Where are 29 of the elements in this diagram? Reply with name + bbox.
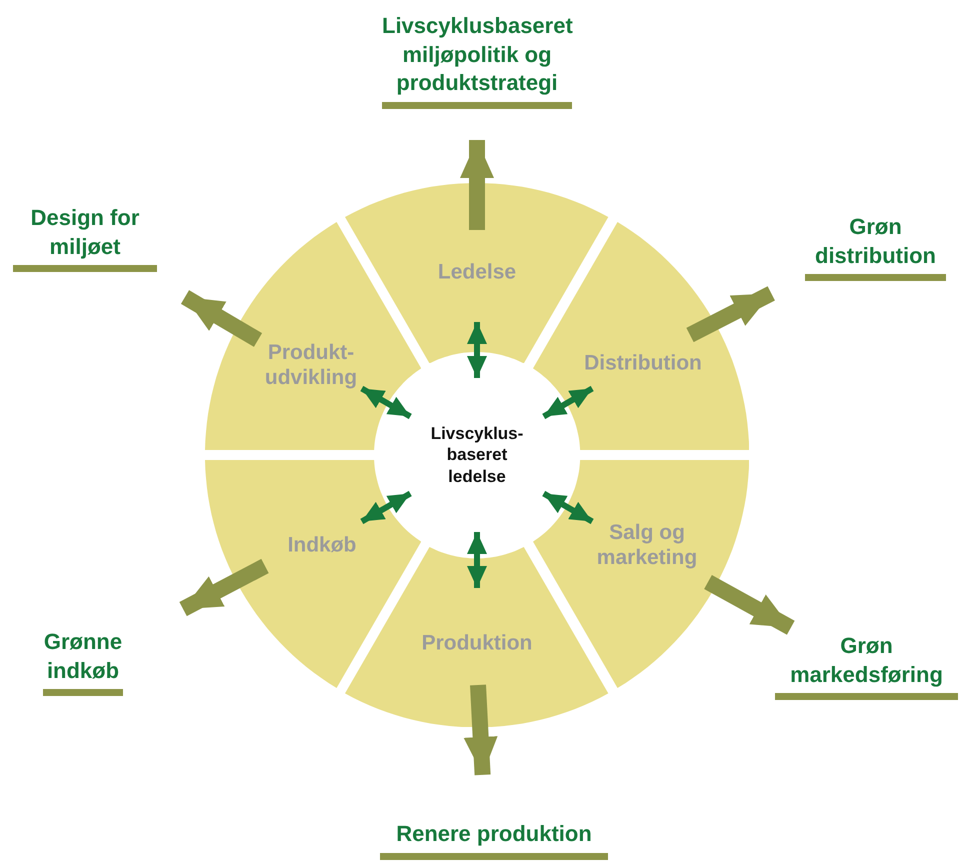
wheel-segment	[532, 460, 749, 688]
wheel-segment	[205, 222, 422, 450]
underlined-heading: Livscyklusbaseret miljøpolitik og produktstrategi	[382, 12, 572, 109]
underlined-heading: Grøn distribution	[805, 213, 946, 282]
underlined-heading: Design for miljøet	[13, 204, 157, 272]
segment-label: Produkt- udvikling	[264, 340, 358, 390]
arrow	[180, 290, 262, 347]
double-arrow	[360, 386, 412, 420]
arrow	[704, 575, 795, 635]
segment-label: Produktion	[420, 630, 534, 656]
segment-label: Ledelse	[436, 259, 518, 285]
segment-label: Distribution	[583, 350, 703, 376]
arrow	[464, 684, 498, 776]
segment-label: Salg og marketing	[596, 520, 698, 570]
arrow	[179, 558, 269, 616]
wheel-segment	[532, 222, 749, 450]
double-arrow	[360, 490, 412, 524]
underlined-heading: Grønne indkøb	[43, 628, 123, 696]
wheel-segment	[205, 460, 422, 688]
arrow	[460, 140, 494, 230]
segment-label: Indkøb	[286, 532, 358, 558]
double-arrow	[467, 322, 487, 378]
double-arrow	[467, 532, 487, 588]
double-arrow	[542, 490, 594, 524]
double-arrow	[542, 386, 594, 420]
underlined-heading: Renere produktion	[380, 820, 608, 860]
arrow	[686, 286, 775, 342]
center-label: Livscyklus- baseret ledelse	[430, 423, 524, 487]
underlined-heading: Grøn markedsføring	[775, 632, 958, 700]
